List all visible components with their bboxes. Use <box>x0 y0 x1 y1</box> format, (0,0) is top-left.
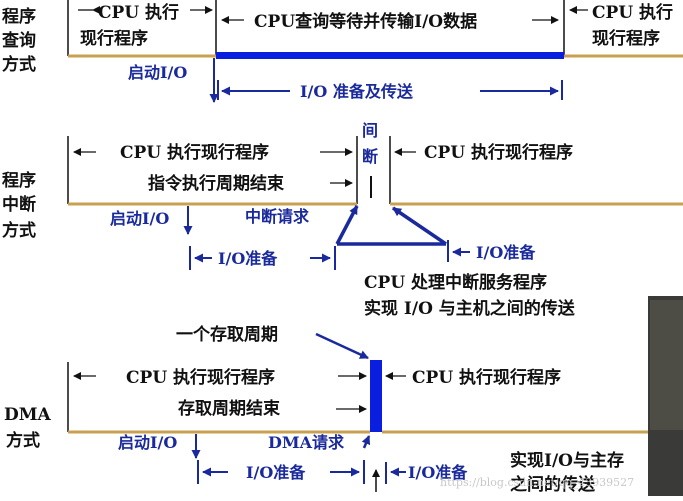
dma-io-ready-right: I/O准备 <box>408 463 468 482</box>
dma-access-end: 存取周期结束 <box>178 398 280 419</box>
polling-cpu-right-line2: 现行程序 <box>592 28 660 49</box>
dma-request-arrow <box>361 435 371 449</box>
polling-label-line1: 程序 <box>2 6 36 27</box>
interrupt-cpu-left: CPU 执行现行程序 <box>120 142 269 163</box>
section-dma: 一个存取周期 DMA 方式 CPU 执行现行程序 CPU 执行现行程序 存取周期… <box>4 324 683 495</box>
video-overlay-highlight <box>650 300 683 430</box>
interrupt-label-line1: 程序 <box>2 170 36 191</box>
dma-io-ready-left: I/O准备 <box>246 463 306 482</box>
interrupt-instr-end: 指令执行周期结束 <box>148 173 284 194</box>
polling-cpu-left-line2: 现行程序 <box>80 28 148 49</box>
polling-label-line3: 方式 <box>2 54 36 75</box>
polling-cpu-left-line1: CPU 执行 <box>98 2 179 23</box>
interrupt-cpu-right: CPU 执行现行程序 <box>424 142 573 163</box>
dma-cpu-left: CPU 执行现行程序 <box>126 367 275 388</box>
dma-label-line2: 方式 <box>6 430 40 451</box>
interrupt-gap-char1: 间 <box>362 121 378 140</box>
polling-cpu-right-line1: CPU 执行 <box>592 2 673 23</box>
interrupt-request-left-edge <box>335 205 359 245</box>
dma-cpu-right: CPU 执行现行程序 <box>412 367 561 388</box>
interrupt-service-line1: CPU 处理中断服务程序 <box>364 272 547 293</box>
dma-request: DMA请求 <box>268 433 345 452</box>
section-polling: 程序 查询 方式 CPU 执行 现行程序 CPU查询等待并传输I/O数据 CPU… <box>1 0 683 103</box>
polling-cpu-wait: CPU查询等待并传输I/O数据 <box>254 11 477 32</box>
interrupt-io-ready-left: I/O准备 <box>218 249 278 268</box>
interrupt-io-ready-right: I/O准备 <box>476 243 536 262</box>
interrupt-request: 中断请求 <box>245 207 310 226</box>
polling-label-line2: 查询 <box>1 30 36 51</box>
dma-cycle-steal-bar <box>370 360 382 432</box>
interrupt-start-io: 启动I/O <box>110 209 169 228</box>
polling-start-io: 启动I/O <box>128 63 187 82</box>
dma-transfer-line2: 之间的传送 <box>510 474 596 495</box>
interrupt-label-line3: 方式 <box>2 220 36 241</box>
watermark: https://blog.csdn.net/qq_43939527 <box>440 476 634 489</box>
polling-busy-bar <box>216 52 564 59</box>
dma-access-cycle: 一个存取周期 <box>176 324 278 345</box>
interrupt-label-line2: 中断 <box>2 194 36 215</box>
interrupt-service-line2: 实现 I/O 与主机之间的传送 <box>364 298 576 319</box>
dma-label-line1: DMA <box>4 405 52 425</box>
dma-transfer-line1: 实现I/O与主存 <box>510 450 624 471</box>
interrupt-gap-char2: 断 <box>362 147 378 166</box>
dma-access-cycle-pointer <box>315 332 369 360</box>
interrupt-return-edge <box>392 206 447 246</box>
section-interrupt: 程序 中断 方式 间 断 CPU 执行现行程序 CPU 执行现行程序 指令执行周… <box>2 121 683 319</box>
dma-start-io: 启动I/O <box>118 433 177 452</box>
polling-io-transfer: I/O 准备及传送 <box>300 82 414 101</box>
